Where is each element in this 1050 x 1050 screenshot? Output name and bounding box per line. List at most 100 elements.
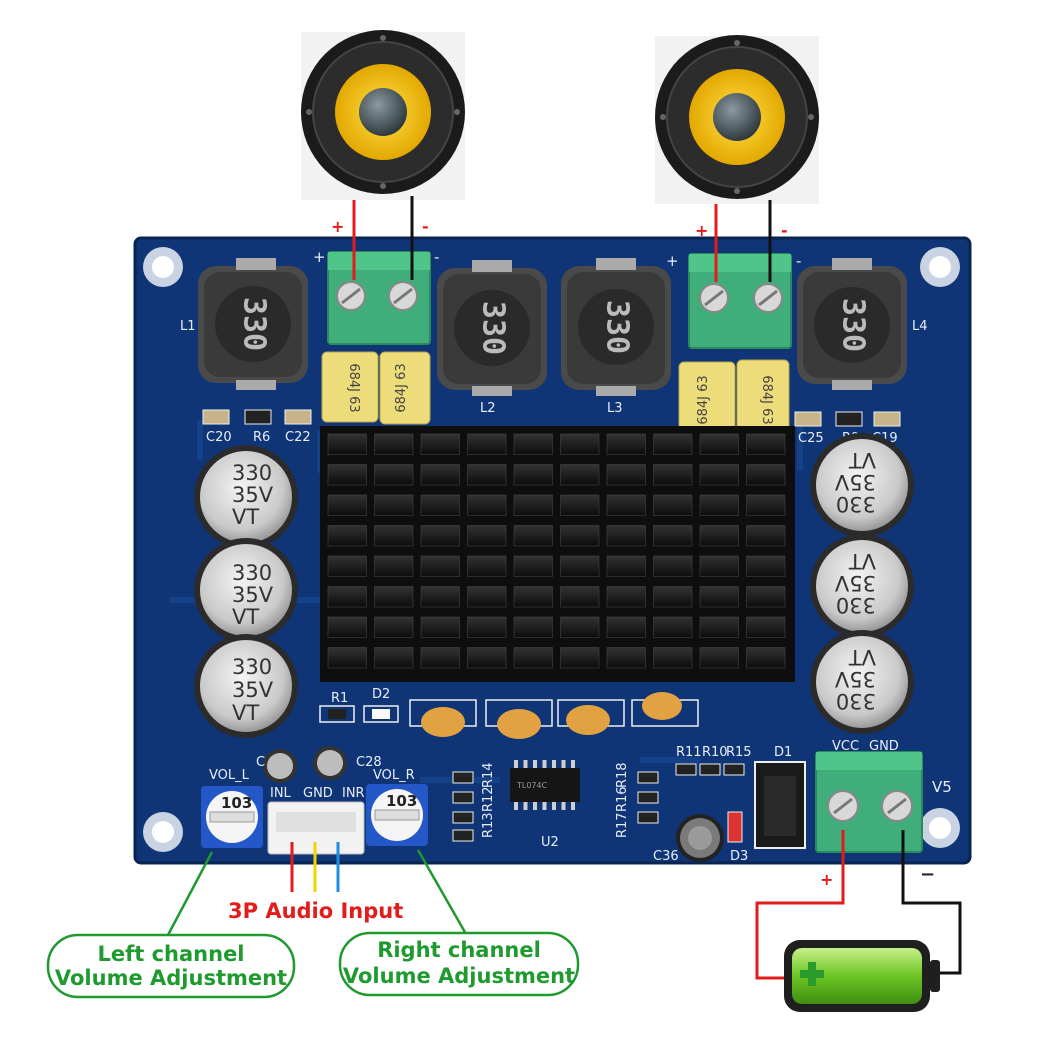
label-inl: INL: [270, 786, 292, 801]
battery-minus-sign: −: [920, 864, 935, 885]
heatsink: [320, 426, 795, 682]
label-d2: D2: [372, 687, 390, 702]
electrolytic-cap-left-1: 330 35V VT: [194, 445, 298, 549]
heatsink-fin: [374, 647, 414, 669]
heatsink-fin: [653, 433, 693, 455]
terminal-left-minus: -: [434, 248, 439, 266]
ic-pin: [514, 802, 518, 810]
inductor-l2-marking: 330: [476, 301, 511, 355]
electrolytic-cap-right-1: 330 35V VT: [810, 433, 914, 537]
label-r15: R15: [726, 745, 752, 760]
heatsink-fin: [374, 494, 414, 516]
battery-wires: [755, 830, 962, 980]
heatsink-fin: [746, 525, 786, 547]
cap-r2-line3: VT: [849, 549, 876, 573]
inductor-l4-marking: 330: [836, 298, 871, 352]
label-r6: R6: [253, 430, 270, 445]
battery-plus-sign: +: [820, 870, 833, 889]
heatsink-fin: [560, 464, 600, 486]
heatsink-fin: [560, 555, 600, 577]
resistor-cluster-left: R13 R12 R14: [452, 762, 496, 842]
right-volume-callout: Right channel Volume Adjustment: [338, 849, 580, 997]
heatsink-fin: [513, 464, 553, 486]
audio-input-wires: [290, 842, 340, 892]
svg-text:TL074C: TL074C: [516, 781, 548, 790]
smd-row-top-left: C20 R6 C22: [202, 409, 312, 445]
r1-d2-parts: R1 D2: [319, 687, 399, 723]
heatsink-fin: [699, 586, 739, 608]
heatsink-fin: [327, 525, 367, 547]
heatsink-fin: [327, 555, 367, 577]
heatsink-fin: [513, 586, 553, 608]
cap-r3-line2: 35V: [834, 667, 876, 691]
heatsink-fin: [653, 555, 693, 577]
inductor-l2: 330: [437, 260, 547, 396]
label-r1: R1: [331, 691, 348, 706]
heatsink-fin: [467, 616, 507, 638]
heatsink-fin: [420, 616, 460, 638]
heatsink-fin: [699, 555, 739, 577]
label-r18: R18: [615, 762, 630, 788]
ic-pin: [552, 760, 556, 768]
heatsink-fin: [699, 433, 739, 455]
pot-right-value: 103: [386, 792, 417, 810]
label-l3: L3: [607, 401, 623, 416]
heatsink-fin: [374, 555, 414, 577]
heatsink-fin: [653, 464, 693, 486]
heatsink-fin: [606, 647, 646, 669]
speaker-wires: [352, 196, 772, 282]
heatsink-fin: [653, 525, 693, 547]
heatsink-fin: [467, 494, 507, 516]
power-terminal[interactable]: [815, 751, 923, 853]
heatsink-fin: [327, 464, 367, 486]
left-volume-callout: Left channel Volume Adjustment: [46, 851, 296, 999]
label-r14: R14: [481, 762, 496, 788]
heatsink-fin: [606, 616, 646, 638]
ic-pin: [552, 802, 556, 810]
volume-pot-right[interactable]: 103: [366, 784, 428, 846]
label-c25: C25: [798, 431, 824, 446]
label-c20: C20: [206, 430, 232, 445]
heatsink-fin: [746, 586, 786, 608]
speaker-left-minus-sign: -: [422, 217, 429, 236]
heatsink-fin: [699, 647, 739, 669]
heatsink-fin: [746, 616, 786, 638]
right-volume-line2: Volume Adjustment: [343, 964, 575, 988]
speaker-terminal-right[interactable]: [688, 253, 792, 349]
volume-pot-left[interactable]: 103: [201, 786, 263, 848]
heatsink-fin: [374, 464, 414, 486]
speaker-terminal-left[interactable]: [327, 251, 431, 345]
heatsink-fin: [606, 433, 646, 455]
heatsink-fin: [746, 555, 786, 577]
heatsink-fin: [420, 586, 460, 608]
battery-icon: [784, 940, 940, 1012]
heatsink-fin: [327, 616, 367, 638]
right-volume-line1: Right channel: [377, 938, 541, 962]
cap-l2-line3: VT: [232, 605, 259, 629]
film-cap-c4-marking: 684J 63: [759, 375, 774, 424]
label-vol-r: VOL_R: [373, 768, 415, 783]
label-c22: C22: [285, 430, 311, 445]
heatsink-fin: [653, 616, 693, 638]
ic-pin: [561, 760, 566, 768]
label-r13: R13: [481, 812, 496, 838]
ic-pin: [523, 802, 528, 810]
cap-r1-line3: VT: [849, 448, 876, 472]
cap-r3-line3: VT: [849, 645, 876, 669]
small-electrolytic-caps: C C28: [256, 746, 382, 783]
heatsink-fin: [513, 616, 553, 638]
heatsink-fin: [560, 494, 600, 516]
heatsink-fin: [606, 525, 646, 547]
inductor-l1: 330: [198, 258, 308, 390]
heatsink-fin: [467, 555, 507, 577]
cap-l2-line1: 330: [232, 561, 272, 585]
cap-r2-line2: 35V: [834, 571, 876, 595]
audio-input-header[interactable]: [267, 801, 365, 855]
heatsink-fin: [420, 433, 460, 455]
heatsink-fin: [560, 525, 600, 547]
heatsink-fin: [746, 494, 786, 516]
heatsink-fin: [513, 555, 553, 577]
film-cap-c1-marking: 684J 63: [346, 363, 361, 412]
heatsink-fin: [374, 616, 414, 638]
heatsink-fin: [560, 647, 600, 669]
